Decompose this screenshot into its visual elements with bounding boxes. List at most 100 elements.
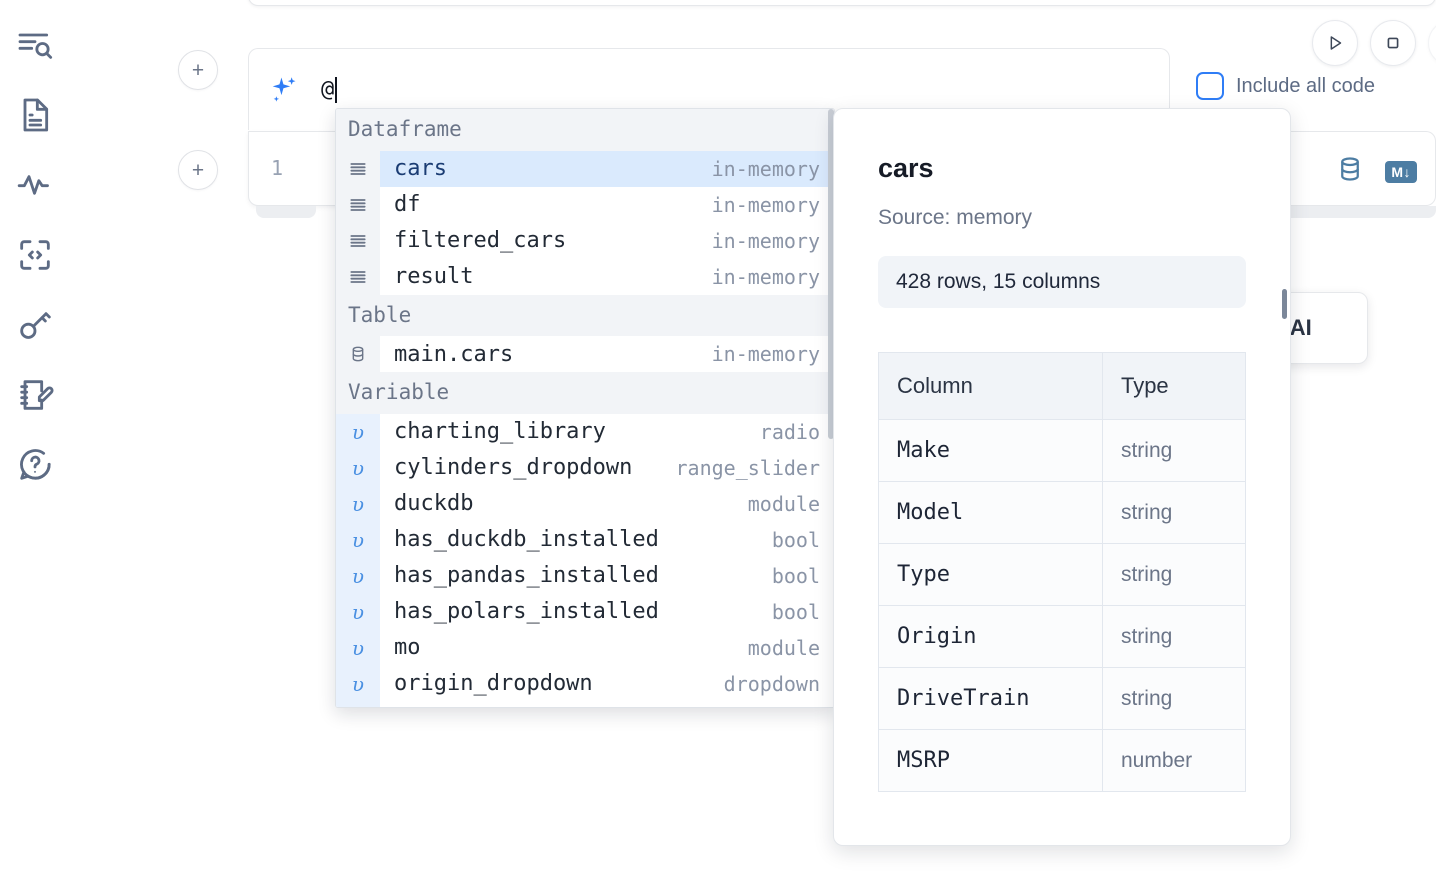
- table-header-column: Column: [878, 352, 1103, 420]
- ai-prompt-value: @: [321, 77, 335, 102]
- autocomplete-item-name: cars: [394, 156, 447, 181]
- variable-icon: υ: [336, 485, 380, 522]
- autocomplete-item[interactable]: df in-memory: [336, 186, 834, 223]
- schema-column-name: Model: [878, 481, 1103, 544]
- autocomplete-item-name: origin_dropdown: [394, 671, 593, 696]
- variable-icon: υ: [336, 413, 380, 450]
- schema-column-name: Origin: [878, 605, 1103, 668]
- autocomplete-scrollbar[interactable]: [828, 109, 834, 439]
- dataframe-icon: [336, 222, 380, 259]
- dataframe-doc-panel: cars Source: memory 428 rows, 15 columns…: [833, 108, 1291, 846]
- autocomplete-item[interactable]: υ origin_dropdown dropdown: [336, 665, 834, 702]
- help-chat-icon[interactable]: [11, 438, 59, 492]
- autocomplete-item-type: bool: [771, 563, 820, 588]
- autocomplete-item-type: dropdown: [723, 671, 820, 696]
- run-button[interactable]: [1312, 20, 1358, 66]
- autocomplete-item-name: main.cars: [394, 341, 514, 367]
- autocomplete-item-type: in-memory: [711, 156, 820, 181]
- schema-column-type: string: [1101, 543, 1247, 606]
- schema-column-name: DriveTrain: [878, 667, 1103, 730]
- left-icon-rail: [0, 0, 70, 874]
- more-actions-button[interactable]: [1428, 20, 1436, 66]
- autocomplete-item-type: bool: [771, 527, 820, 552]
- database-icon[interactable]: [1335, 154, 1365, 189]
- variable-icon: υ: [336, 665, 380, 702]
- include-all-code-checkbox[interactable]: [1196, 72, 1224, 100]
- add-cell-plus-label: +: [191, 58, 205, 82]
- key-icon[interactable]: [11, 298, 59, 352]
- file-icon[interactable]: [11, 88, 59, 142]
- dataframe-icon: [336, 258, 380, 295]
- autocomplete-item-name: has_pandas_installed: [394, 563, 659, 588]
- schema-column-type: string: [1101, 481, 1247, 544]
- autocomplete-item-type: in-memory: [711, 342, 820, 366]
- schema-column-name: Make: [878, 419, 1103, 482]
- autocomplete-item-type: bool: [771, 599, 820, 624]
- autocomplete-item[interactable]: cars in-memory: [336, 150, 834, 187]
- schema-column-type: string: [1101, 419, 1247, 482]
- add-cell-button-below[interactable]: +: [178, 150, 218, 190]
- variable-icon: υ: [336, 449, 380, 486]
- doc-panel-source: Source: memory: [878, 206, 1033, 229]
- autocomplete-item-name: filtered_cars: [394, 228, 567, 253]
- doc-panel-shape-badge: 428 rows, 15 columns: [878, 256, 1246, 308]
- schema-column-name: MSRP: [878, 729, 1103, 792]
- autocomplete-item[interactable]: υpdmodule: [336, 701, 834, 708]
- autocomplete-item-type: module: [747, 635, 820, 660]
- previous-cell-stub: [248, 0, 1436, 6]
- autocomplete-item-name: mo: [394, 635, 421, 660]
- autocomplete-item[interactable]: main.cars in-memory: [336, 336, 834, 372]
- search-lines-icon[interactable]: [11, 18, 59, 72]
- schema-column-name: Type: [878, 543, 1103, 606]
- code-snippet-icon[interactable]: [11, 228, 59, 282]
- autocomplete-item-name: result: [394, 264, 474, 289]
- doc-panel-title: cars: [878, 153, 934, 183]
- autocomplete-item-type: in-memory: [711, 192, 820, 217]
- cell-bottom-shadow-left: [256, 206, 316, 218]
- text-caret: [335, 76, 338, 103]
- activity-icon[interactable]: [11, 158, 59, 212]
- autocomplete-item-type: in-memory: [711, 264, 820, 289]
- autocomplete-group-header: Variable: [336, 372, 834, 414]
- autocomplete-item[interactable]: result in-memory: [336, 258, 834, 295]
- cell-run-controls: [1312, 20, 1436, 66]
- add-cell-button-above[interactable]: +: [178, 50, 218, 90]
- variable-icon: υ: [336, 701, 380, 707]
- autocomplete-item-name: pd: [380, 707, 748, 708]
- schema-column-type: string: [1101, 605, 1247, 668]
- autocomplete-group-header: Dataframe: [336, 109, 834, 151]
- table-header-row: Column Type: [878, 352, 1247, 420]
- table-header-type: Type: [1101, 352, 1247, 420]
- notebook-edit-icon[interactable]: [11, 368, 59, 422]
- include-all-code-row[interactable]: Include all code: [1196, 72, 1375, 100]
- autocomplete-item-name: has_duckdb_installed: [394, 527, 659, 552]
- code-line-number: 1: [271, 156, 284, 180]
- autocomplete-item-type: module: [747, 491, 820, 516]
- schema-column-type: string: [1101, 667, 1247, 730]
- stop-button[interactable]: [1370, 20, 1416, 66]
- ai-prompt-input[interactable]: @: [321, 70, 1151, 110]
- markdown-badge[interactable]: M↓: [1385, 160, 1417, 183]
- autocomplete-item[interactable]: filtered_cars in-memory: [336, 222, 834, 259]
- autocomplete-item-name: duckdb: [394, 491, 474, 516]
- autocomplete-item-name: df: [394, 192, 421, 217]
- doc-panel-scrollbar[interactable]: [1282, 289, 1287, 319]
- variable-icon: υ: [336, 629, 380, 666]
- include-all-code-label: Include all code: [1236, 74, 1375, 97]
- autocomplete-item-type: in-memory: [711, 228, 820, 253]
